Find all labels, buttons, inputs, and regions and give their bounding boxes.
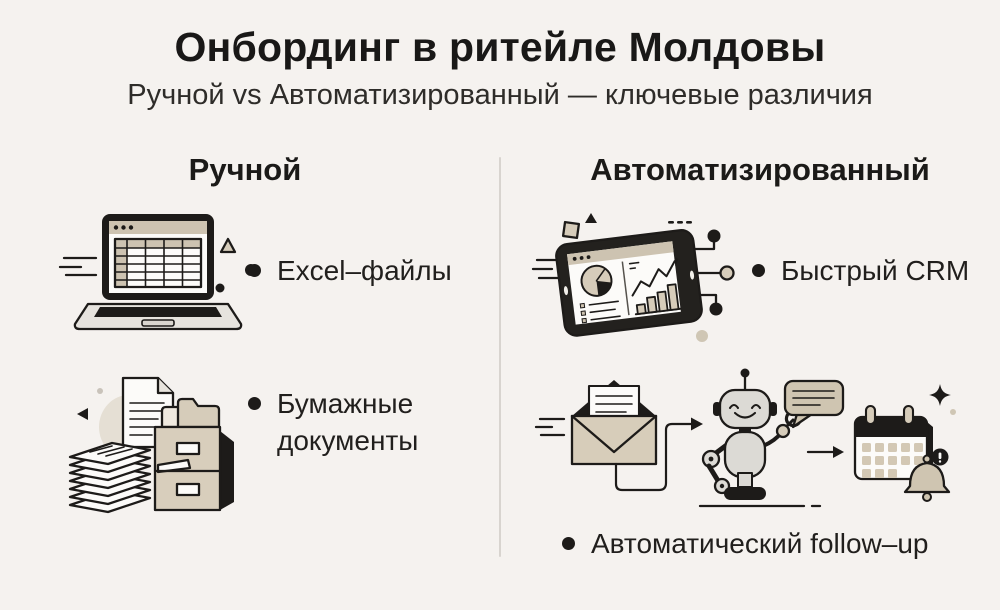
page-title: Онбординг в ритейле Молдовы (174, 24, 826, 70)
triangle-decoration-icon (585, 213, 597, 223)
filing-cabinet-icon (153, 397, 234, 512)
bar-chart-icon (634, 283, 682, 316)
tablet-analytics-icon (531, 213, 735, 342)
sparkle-icon (929, 384, 951, 406)
circuit-nodes-icon (689, 229, 735, 316)
bullet-icon (248, 264, 261, 277)
automated-column-title: Автоматизированный (590, 152, 930, 187)
line-chart-icon (628, 257, 679, 297)
arrow-icon (833, 446, 844, 458)
manual-item-excel: Excel–файлы (248, 252, 452, 289)
triangle-decoration-icon (77, 408, 88, 420)
dot-decoration-icon (950, 409, 956, 415)
speech-bubble-icon (783, 379, 845, 429)
bell-icon (903, 448, 951, 502)
bullet-icon (562, 537, 575, 550)
square-decoration-icon (561, 220, 581, 240)
automated-item-followup: Автоматический follow–up (562, 525, 928, 562)
paper-stack-icon (68, 441, 152, 514)
automated-item-crm: Быстрый CRM (752, 252, 969, 289)
speed-lines-icon (534, 417, 566, 437)
automated-item-label: Быстрый CRM (781, 255, 970, 286)
page-subtitle: Ручной vs Автоматизированный — ключевые … (127, 79, 873, 111)
dot-decoration-icon (97, 388, 103, 394)
dot-decoration-icon (696, 330, 708, 342)
dot-decoration-icon (215, 283, 225, 293)
manual-item-label: Excel–файлы (277, 255, 452, 286)
flow-connector (614, 422, 694, 492)
laptop-spreadsheet-icon (58, 214, 257, 331)
email-robot-calendar-icon (534, 368, 956, 508)
envelope-icon (570, 380, 658, 466)
spreadsheet-table (113, 237, 203, 289)
dashes-decoration-icon (668, 221, 692, 224)
bullet-icon (752, 264, 765, 277)
calendar-icon (853, 404, 933, 481)
arrow-icon (691, 417, 703, 431)
manual-item-paper: Бумажные документы (248, 385, 508, 459)
manual-item-label: Бумажные документы (277, 388, 419, 456)
tablet-body (555, 229, 703, 337)
automated-item-label: Автоматический follow–up (591, 528, 929, 559)
triangle-decoration-icon (219, 237, 237, 254)
robot-icon (701, 368, 802, 500)
paper-documents-icon (68, 376, 234, 514)
bullet-icon (248, 397, 261, 410)
manual-column-title: Ручной (188, 152, 302, 187)
speed-lines-icon (58, 256, 98, 277)
pie-chart-icon (580, 264, 613, 297)
list-lines-icon (579, 300, 621, 324)
column-divider (499, 157, 501, 557)
